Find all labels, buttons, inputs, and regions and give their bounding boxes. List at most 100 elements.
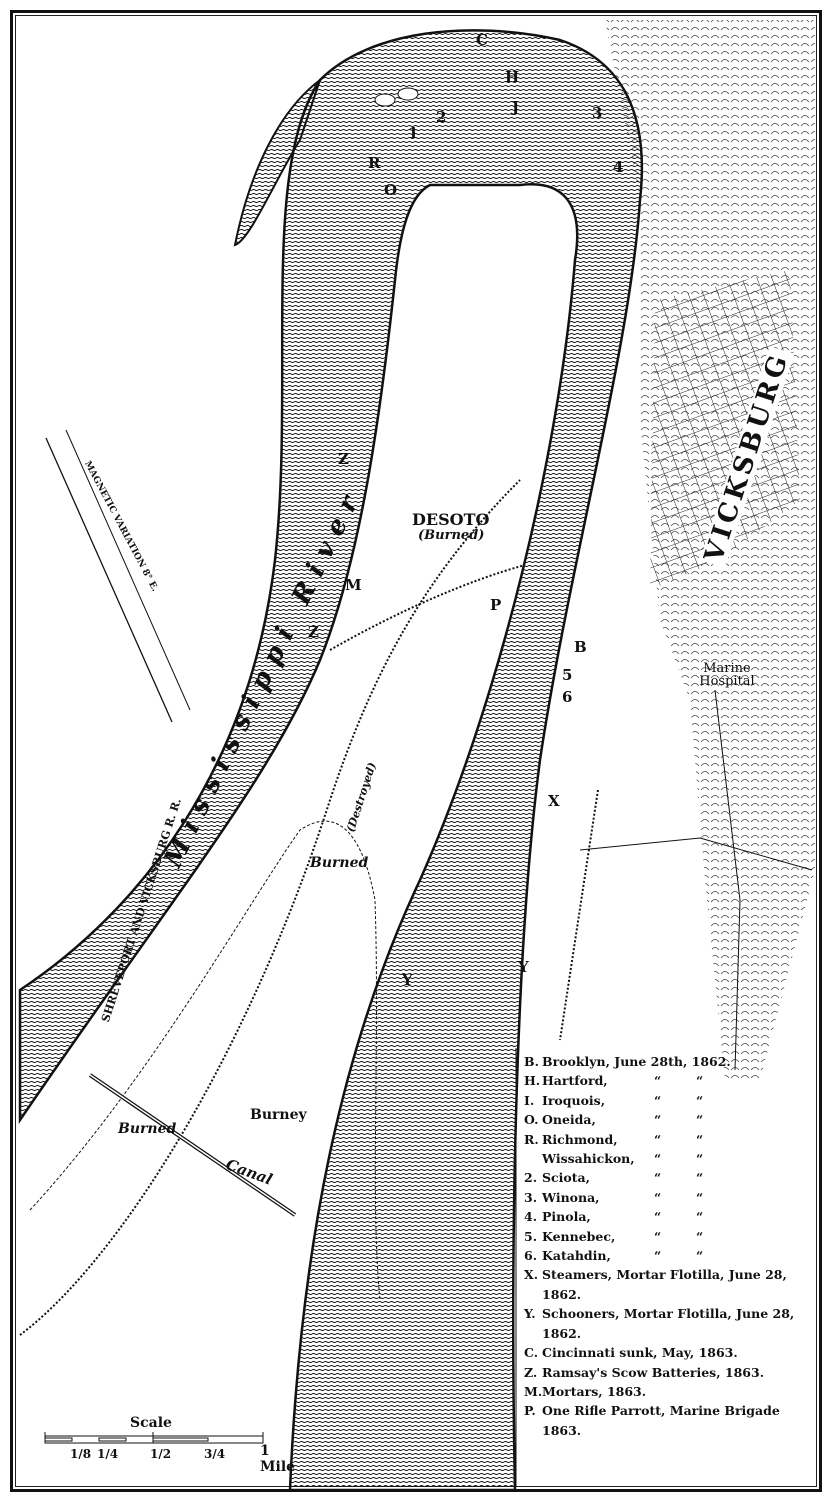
marine-hospital-label: Marine Hospital xyxy=(699,661,755,689)
road-east xyxy=(579,837,813,871)
marker-c: C xyxy=(476,31,488,49)
marker-5: 5 xyxy=(562,666,573,684)
river-hook xyxy=(233,77,322,247)
legend-label: Iroquois, xyxy=(542,1092,606,1108)
island xyxy=(374,93,396,107)
marker-y: Y xyxy=(518,958,529,976)
legend-item: C.Cincinnati sunk, May, 1863. xyxy=(524,1343,809,1362)
legend-key: B. xyxy=(524,1054,539,1069)
legend-label: Hartford, xyxy=(542,1073,608,1089)
scale-tick: 1/8 xyxy=(70,1447,92,1461)
legend-ditto: “ “ xyxy=(654,1209,704,1225)
legend-label: Winona, xyxy=(542,1189,600,1205)
road-east-2 xyxy=(714,689,741,1071)
scale-tick: 1/2 xyxy=(150,1447,172,1461)
legend-label: Richmond, xyxy=(542,1131,618,1147)
legend-item: Z.Ramsay's Scow Batteries, 1863. xyxy=(524,1363,809,1382)
legend-item: 5.Kennebec, “ “ xyxy=(524,1227,809,1246)
marker-p: P xyxy=(490,596,502,614)
legend-key: Y. xyxy=(524,1306,536,1322)
scale-tick: 1/4 xyxy=(97,1447,119,1461)
marker-o: O xyxy=(384,181,398,199)
marker-2: 2 xyxy=(436,108,447,126)
legend-key: R. xyxy=(524,1131,539,1147)
marker-4: 4 xyxy=(613,158,624,176)
marker-6: 6 xyxy=(562,688,573,706)
marker-z: Z xyxy=(338,450,349,468)
legend-ditto: “ “ xyxy=(654,1248,704,1264)
marker-x: X xyxy=(548,792,560,810)
legend-label: Pinola, xyxy=(542,1209,591,1225)
legend-item: P. One Rifle Parrott, Marine Brigade 1863… xyxy=(524,1401,809,1440)
legend-item: Y. Schooners, Mortar Flotilla, June 28, 1… xyxy=(524,1304,809,1343)
legend-label: One Rifle Parrott, Marine Brigade 1863. xyxy=(542,1403,780,1438)
legend-key: 4. xyxy=(524,1209,538,1225)
desoto-label: DESOTO xyxy=(412,510,490,529)
legend-label: Schooners, Mortar Flotilla, June 28, 186… xyxy=(542,1306,795,1341)
legend-ditto: “ “ xyxy=(654,1131,704,1147)
legend-ditto: “ “ xyxy=(654,1092,704,1108)
legend-item: H.Hartford, “ “ xyxy=(524,1071,809,1090)
legend-label: Steamers, Mortar Flotilla, June 28, 1862… xyxy=(542,1267,787,1302)
burned-label-canal: Burned xyxy=(118,1121,177,1137)
scale-bar: Scale 1/8 1/4 1/2 3/4 1 Mile xyxy=(42,1415,295,1475)
legend-item: M.Mortars, 1863. xyxy=(524,1382,809,1401)
scale-tick: 1 Mile xyxy=(260,1443,296,1475)
legend-key: 5. xyxy=(524,1228,538,1244)
legend-label: Kennebec, xyxy=(542,1228,616,1244)
legend-item: 4.Pinola, “ “ xyxy=(524,1207,809,1226)
legend-key: P. xyxy=(524,1403,536,1419)
scale-tick: 3/4 xyxy=(204,1447,226,1461)
legend-item: 3.Winona, “ “ xyxy=(524,1188,809,1207)
marker-3: 3 xyxy=(592,104,603,122)
legend-key: 2. xyxy=(524,1170,538,1186)
true-north-line xyxy=(45,437,173,723)
legend-label: Wissahickon, xyxy=(542,1151,635,1167)
legend-label: Cincinnati sunk, May, 1863. xyxy=(542,1345,738,1361)
legend-item: R.Richmond, “ “ xyxy=(524,1130,809,1149)
legend-key: 3. xyxy=(524,1189,538,1205)
legend-label: Brooklyn, June 28th, 1862. xyxy=(542,1054,731,1069)
legend-item: B.Brooklyn, June 28th, 1862. xyxy=(524,1052,809,1071)
legend-item: Wissahickon, “ “ xyxy=(524,1149,809,1168)
marker-m: M xyxy=(345,576,362,594)
legend-key xyxy=(524,1149,542,1168)
legend-label: Sciota, xyxy=(542,1170,590,1186)
marker-b: B xyxy=(574,638,587,656)
legend-ditto: “ “ xyxy=(654,1189,704,1205)
legend-item: O.Oneida,“ “ xyxy=(524,1110,809,1129)
legend-key: C. xyxy=(524,1345,539,1361)
legend-ditto: “ “ xyxy=(654,1151,704,1167)
legend-key: O. xyxy=(524,1112,539,1128)
burned-label: Burned xyxy=(310,855,369,871)
legend-item: I.Iroquois,“ “ xyxy=(524,1091,809,1110)
legend-key: 6. xyxy=(524,1248,538,1264)
scale-title: Scale xyxy=(130,1415,172,1431)
legend-item: 6.Katahdin, “ “ xyxy=(524,1246,809,1265)
island xyxy=(397,87,419,101)
burney-label: Burney xyxy=(250,1107,307,1123)
legend-label: Mortars, 1863. xyxy=(542,1383,647,1399)
city-grid xyxy=(650,270,800,590)
marker-h: H xyxy=(505,68,520,86)
magnetic-north-line xyxy=(65,429,191,711)
marker-1: 1 xyxy=(408,124,419,142)
desoto-note: (Burned) xyxy=(418,528,485,543)
legend-label: Ramsay's Scow Batteries, 1863. xyxy=(542,1364,765,1380)
legend-ditto: “ “ xyxy=(654,1228,704,1244)
legend: B.Brooklyn, June 28th, 1862.H.Hartford,“… xyxy=(524,1052,809,1440)
marker-z: Z xyxy=(308,623,319,641)
marker-r: R xyxy=(368,154,381,172)
marker-y: Y xyxy=(402,971,413,989)
marker-j: J xyxy=(512,98,520,116)
legend-item: 2.Sciota,“ “ xyxy=(524,1168,809,1187)
legend-ditto: “ “ xyxy=(654,1073,704,1089)
legend-label: Katahdin, xyxy=(542,1248,611,1264)
railroad-spur xyxy=(329,564,526,651)
scale-graphic xyxy=(44,1432,264,1444)
railroad-east xyxy=(559,789,599,1041)
legend-key: Z. xyxy=(524,1364,538,1380)
legend-key: X. xyxy=(524,1267,539,1283)
legend-ditto: “ “ xyxy=(654,1112,704,1128)
legend-key: H. xyxy=(524,1073,541,1089)
